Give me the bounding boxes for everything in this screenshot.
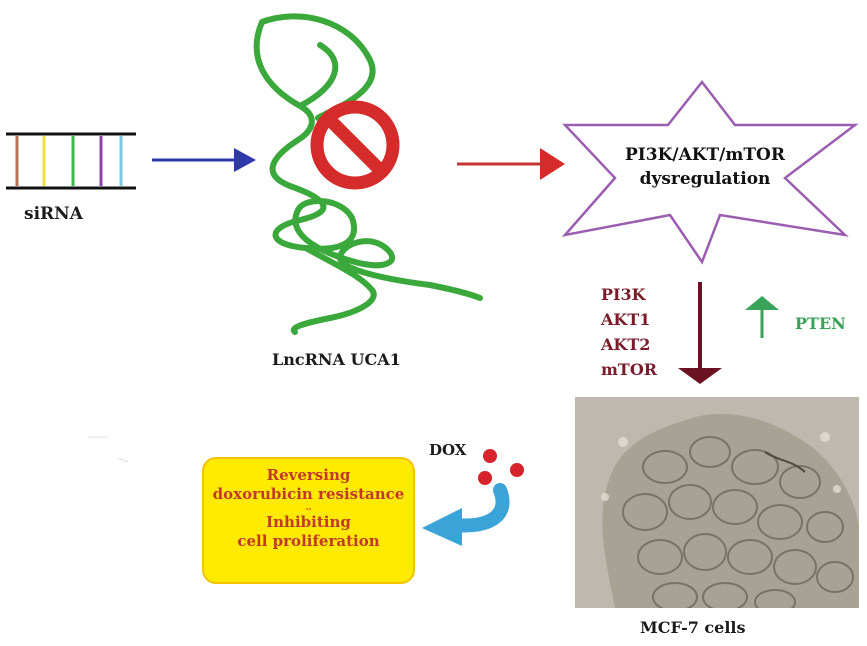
pathway-label-line1: PI3K/AKT/mTOR bbox=[625, 145, 785, 165]
downregulated-marker-list: PI3K AKT1 AKT2 mTOR bbox=[601, 282, 657, 382]
sirna-label: siRNA bbox=[24, 204, 83, 224]
pten-label: PTEN bbox=[795, 314, 846, 333]
pathway-label: PI3K/AKT/mTOR dysregulation bbox=[590, 143, 820, 191]
curved-arrow-icon bbox=[422, 483, 510, 546]
faint-marks bbox=[88, 436, 129, 463]
outcome-separator: -- bbox=[305, 504, 312, 513]
mcf7-label: MCF-7 cells bbox=[640, 618, 746, 637]
outcome-line-2: doxorubicin resistance bbox=[212, 485, 405, 503]
lncrna-strand-icon bbox=[253, 13, 483, 335]
outcome-line-1: Reversing bbox=[266, 466, 351, 484]
pathway-star-shape bbox=[561, 79, 859, 265]
dox-molecules-icon bbox=[478, 449, 524, 485]
marker-item: mTOR bbox=[601, 360, 658, 379]
mcf7-cell-image bbox=[575, 397, 859, 608]
up-arrow-icon bbox=[745, 296, 779, 338]
marker-item: PI3K bbox=[601, 285, 646, 304]
outcome-line-3: Inhibiting bbox=[266, 513, 351, 531]
outcome-box: Reversing doxorubicin resistance -- Inhi… bbox=[202, 457, 415, 584]
down-arrow-icon bbox=[678, 282, 722, 384]
outcome-line-4: cell proliferation bbox=[237, 532, 380, 550]
sirna-duplex-icon bbox=[6, 132, 136, 190]
prohibition-sign-icon bbox=[310, 100, 400, 190]
sirna-to-lncrna-arrow-icon bbox=[152, 148, 256, 172]
marker-item: AKT2 bbox=[601, 335, 651, 354]
marker-item: AKT1 bbox=[601, 310, 651, 329]
dox-label: DOX bbox=[429, 441, 467, 459]
pathway-label-line2: dysregulation bbox=[639, 169, 771, 189]
lncrna-label: LncRNA UCA1 bbox=[272, 350, 401, 369]
lncrna-to-pathway-arrow-icon bbox=[457, 148, 565, 180]
